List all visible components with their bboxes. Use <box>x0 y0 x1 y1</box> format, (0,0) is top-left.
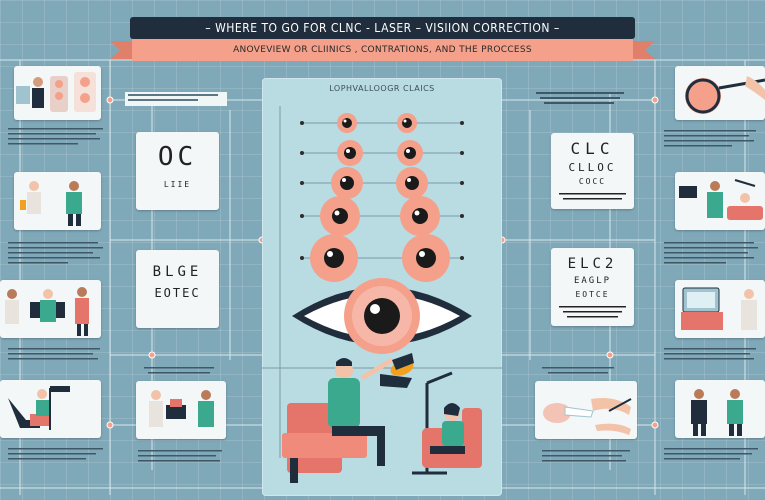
chart-line: EOTEC <box>154 286 201 300</box>
large-eye <box>292 278 472 354</box>
left-card-1 <box>14 66 101 120</box>
left-callout-top <box>125 92 227 106</box>
left-eye-chart-2: BLGE EOTEC <box>136 250 219 328</box>
right-card-procedure <box>535 381 637 439</box>
right-card-equipment <box>675 280 765 338</box>
left-text-2 <box>8 238 106 274</box>
chart-line: BLGE <box>152 264 203 280</box>
right-text-bottom <box>540 446 635 470</box>
right-card-glasses <box>675 66 765 120</box>
eye-column-left <box>310 113 363 282</box>
right-text-4 <box>660 444 760 474</box>
left-eye-chart-1: OC LIIE <box>136 132 219 210</box>
eye-column-right <box>396 113 450 282</box>
right-text-3 <box>660 344 760 372</box>
page-title: – WHERE TO GO FOR CLNC - LASER – VISIION… <box>130 17 635 39</box>
right-text-2 <box>660 238 760 274</box>
page-subtitle: ANOVEVIEW OR CLIINICS , CONTRATIONS, AND… <box>233 45 532 55</box>
chart-line: LIIE <box>163 180 192 189</box>
right-text-1 <box>660 126 760 166</box>
right-card-exam <box>675 172 765 230</box>
chart-line: ELC2 <box>567 256 618 272</box>
chart-line: CLLOC <box>568 161 617 174</box>
left-text-4 <box>8 444 106 474</box>
left-text-1 <box>8 124 106 164</box>
right-card-consult <box>675 380 765 438</box>
chart-line: COCC <box>578 177 607 186</box>
chart-line: EOTCE <box>575 290 610 299</box>
left-text-3 <box>8 344 106 372</box>
chart-line: OC <box>157 142 198 172</box>
left-text-bottom <box>136 446 226 470</box>
eye-illustration <box>262 106 502 483</box>
left-card-2 <box>14 172 101 230</box>
left-callout-mid <box>140 364 218 380</box>
exam-scene <box>282 353 482 483</box>
panel-title: LOPHVALLOOGR CLAICS <box>329 84 435 93</box>
subtitle-ribbon: ANOVEVIEW OR CLIINICS , CONTRATIONS, AND… <box>110 39 655 61</box>
left-card-3 <box>0 280 101 338</box>
right-callout-mid <box>538 364 618 380</box>
left-card-doctors <box>136 381 226 439</box>
right-callout-top <box>530 90 630 106</box>
left-card-4 <box>0 380 101 438</box>
right-eye-chart-1: CLC CLLOC COCC <box>551 133 634 209</box>
chart-line: CLC <box>570 139 615 158</box>
chart-line: EAGLP <box>573 276 612 286</box>
right-eye-chart-2: ELC2 EAGLP EOTCE <box>551 248 634 326</box>
